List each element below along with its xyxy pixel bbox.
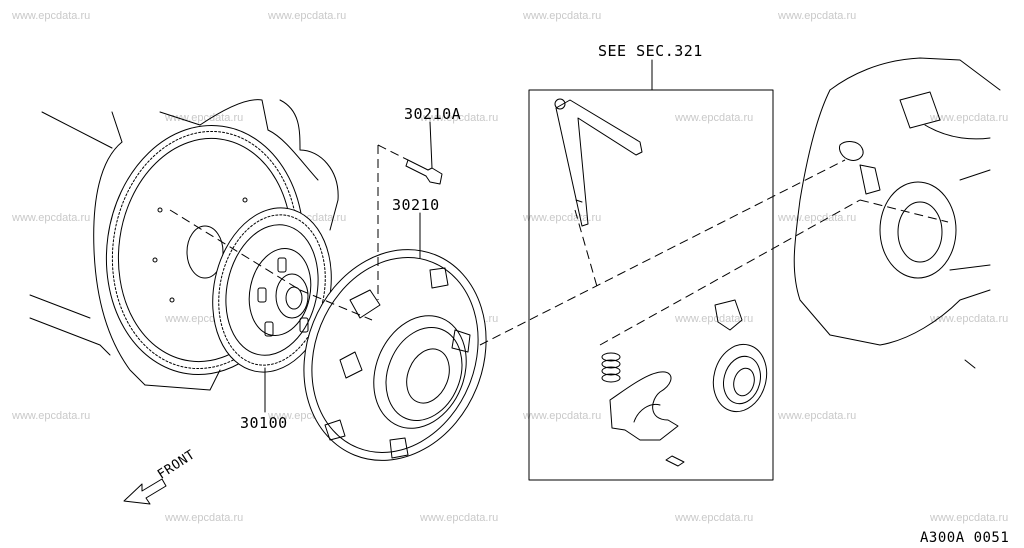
watermark: www.epcdata.ru bbox=[778, 410, 857, 422]
watermark: www.epcdata.ru bbox=[165, 512, 244, 524]
watermark: www.epcdata.ru bbox=[12, 10, 91, 22]
clutch-disc bbox=[212, 207, 332, 373]
watermark: www.epcdata.ru bbox=[930, 112, 1009, 124]
alignment-line bbox=[574, 209, 599, 291]
watermark: www.epcdata.ru bbox=[930, 512, 1009, 524]
return-spring bbox=[601, 352, 621, 383]
watermark: www.epcdata.ru bbox=[523, 212, 602, 224]
leader-line-bolt bbox=[429, 121, 433, 169]
clutch-cover bbox=[303, 249, 487, 461]
bolt bbox=[405, 159, 443, 185]
watermark: www.epcdata.ru bbox=[523, 410, 602, 422]
alignment-line bbox=[169, 209, 301, 291]
alignment-line bbox=[599, 199, 861, 346]
watermark: www.epcdata.ru bbox=[165, 112, 244, 124]
watermark: www.epcdata.ru bbox=[12, 410, 91, 422]
watermark: www.epcdata.ru bbox=[420, 512, 499, 524]
section-box bbox=[528, 89, 774, 481]
alignment-line bbox=[479, 159, 846, 346]
watermark: www.epcdata.ru bbox=[675, 512, 754, 524]
watermark: www.epcdata.ru bbox=[420, 112, 499, 124]
watermark: www.epcdata.ru bbox=[930, 313, 1009, 325]
release-fork bbox=[609, 371, 685, 467]
alignment-line bbox=[377, 144, 409, 161]
front-arrow-icon bbox=[123, 478, 167, 505]
part-number-bolt: 30210A bbox=[404, 105, 462, 123]
alignment-line bbox=[299, 289, 373, 321]
section-reference-label: SEE SEC.321 bbox=[598, 42, 703, 60]
watermark: www.epcdata.ru bbox=[675, 112, 754, 124]
watermark: www.epcdata.ru bbox=[523, 10, 602, 22]
engine-housing bbox=[29, 99, 339, 391]
part-number-disc: 30100 bbox=[240, 414, 288, 432]
watermark: www.epcdata.ru bbox=[675, 313, 754, 325]
watermark: www.epcdata.ru bbox=[12, 212, 91, 224]
part-number-cover: 30210 bbox=[392, 196, 440, 214]
release-bearing bbox=[712, 299, 768, 413]
watermark: www.epcdata.ru bbox=[778, 10, 857, 22]
transmission-housing bbox=[793, 57, 1001, 369]
release-lever bbox=[554, 98, 643, 227]
figure-code: A300A 0051 bbox=[920, 530, 1010, 546]
watermark: www.epcdata.ru bbox=[268, 10, 347, 22]
